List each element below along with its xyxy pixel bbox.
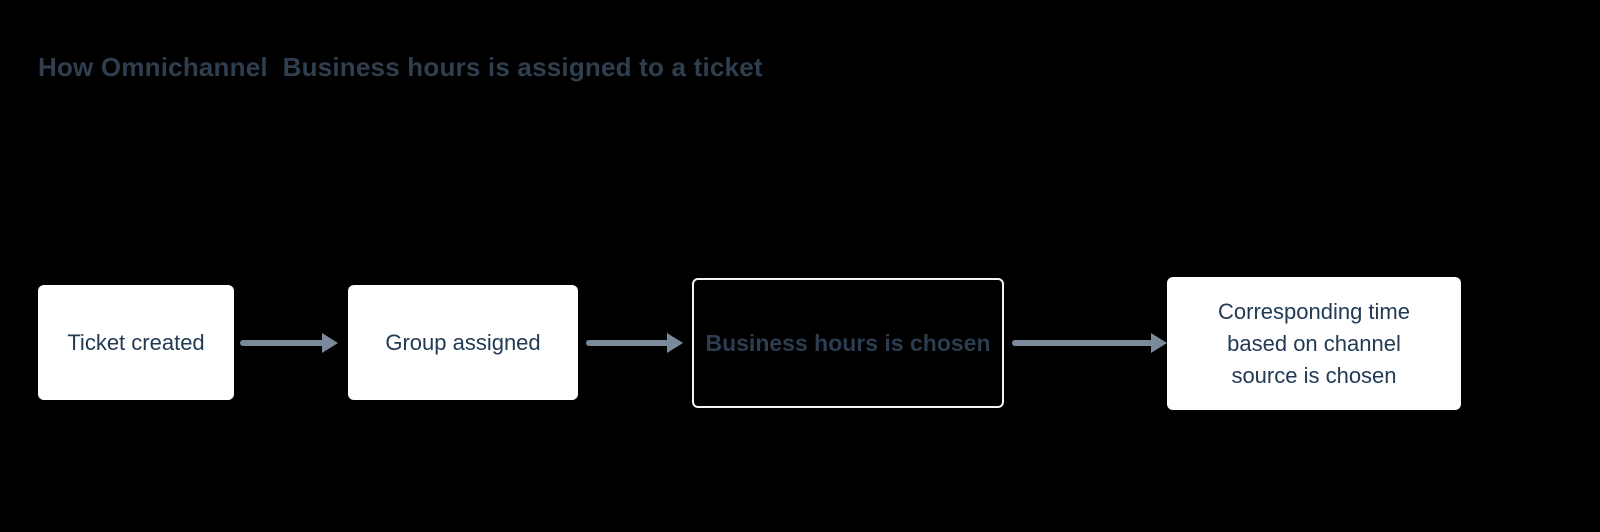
flow-arrow-3	[1012, 333, 1167, 353]
diagram-title: How Omnichannel Business hours is assign…	[38, 52, 763, 82]
arrow-right-icon	[1151, 333, 1167, 353]
flow-node-label-line: Corresponding time	[1218, 298, 1410, 324]
flow-node-label: Business hours is chosen	[705, 329, 991, 356]
flow-node-label: Ticket created	[67, 329, 205, 355]
flow-node-business-hours-chosen: Business hours is chosen	[692, 278, 1004, 408]
arrow-line	[1012, 340, 1155, 346]
arrow-line	[586, 340, 671, 346]
flow-node-corresponding-time-chosen: Corresponding time based on channel sour…	[1167, 277, 1461, 410]
arrow-line	[240, 340, 326, 346]
flow-node-label-line: based on channel	[1227, 330, 1401, 356]
flow-node-ticket-created: Ticket created	[38, 285, 234, 400]
flow-arrow-1	[240, 333, 338, 353]
flow-arrow-2	[586, 333, 683, 353]
flow-node-label-line: source is chosen	[1231, 362, 1397, 388]
flow-node-label: Group assigned	[385, 329, 541, 355]
arrow-right-icon	[322, 333, 338, 353]
flow-node-group-assigned: Group assigned	[348, 285, 578, 400]
flow-node-label: Corresponding time based on channel sour…	[1218, 296, 1410, 392]
arrow-right-icon	[667, 333, 683, 353]
